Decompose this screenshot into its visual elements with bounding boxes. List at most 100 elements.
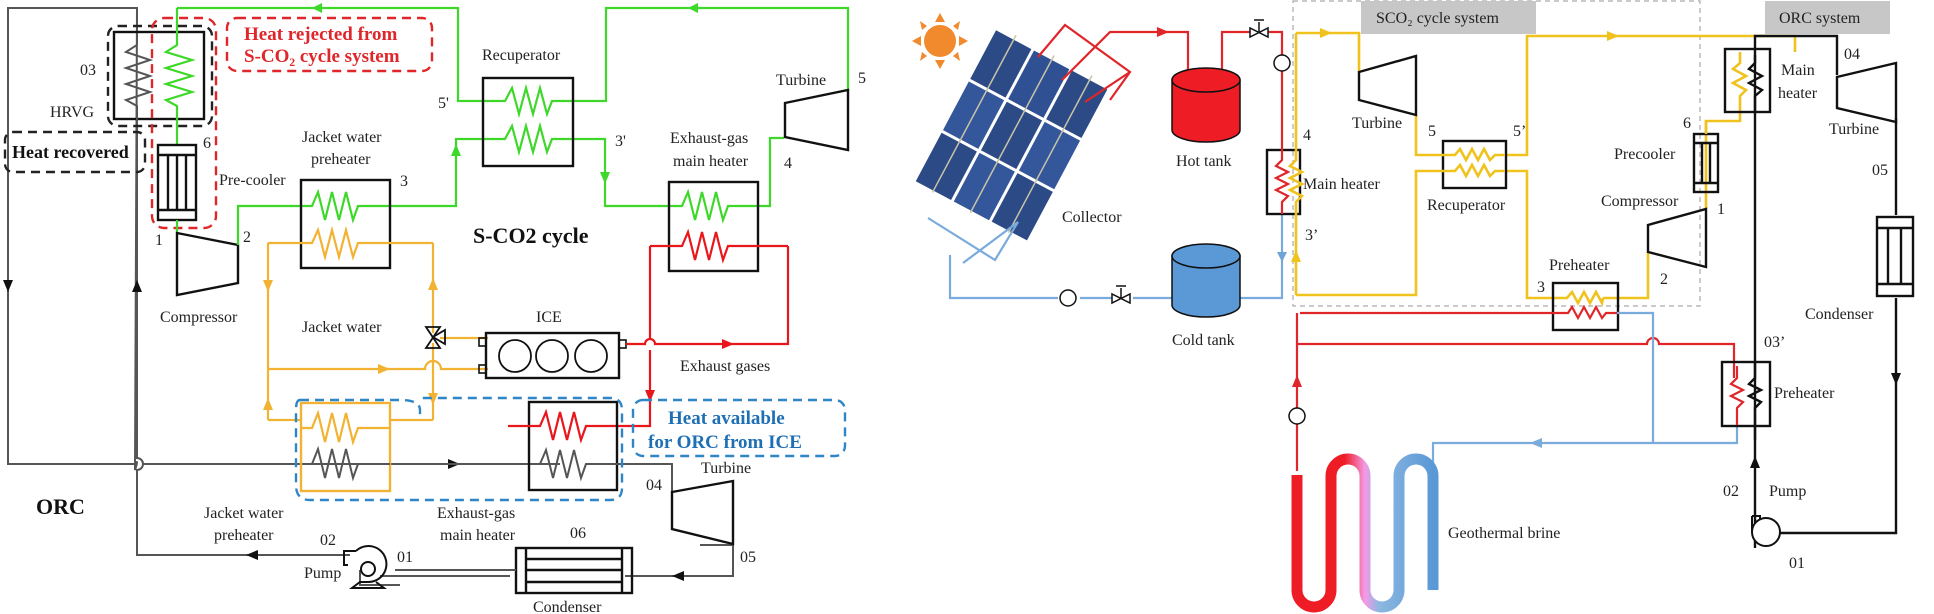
orc-turbine: Turbine 04 05	[646, 460, 756, 566]
orc-jw-preheater-line2: preheater	[214, 527, 274, 544]
jacket-water-lines: Jacket water	[263, 243, 488, 422]
pump-icon	[1273, 54, 1291, 72]
heat-recovered-callout	[3, 130, 147, 174]
orc-main-heater: Main heater	[1723, 47, 1818, 114]
state-point-01: 01	[1789, 555, 1805, 572]
state-point-05: 05	[740, 549, 756, 566]
state-point-4: 4	[1303, 127, 1311, 144]
state-point-04: 04	[1844, 46, 1860, 63]
orc-condenser: Condenser	[1805, 215, 1915, 323]
heat-available-line2: for ORC from ICE	[648, 432, 802, 453]
orc-main-heater-line2: heater	[1778, 85, 1818, 102]
hrvg: 03 HRVG	[50, 8, 206, 170]
preheater-label: Preheater	[1549, 257, 1610, 274]
exhaust-gas-main-heater: Exhaust-gas main heater	[650, 130, 788, 273]
jw-preheater-label-line2: preheater	[311, 151, 371, 168]
state-point-6: 6	[203, 135, 211, 152]
orc-turbine-label: Turbine	[1829, 121, 1879, 138]
state-point-04: 04	[646, 477, 662, 494]
orc-system-lines	[1750, 34, 1901, 548]
orc-jw-preheater-line1: Jacket water	[204, 505, 284, 522]
state-point-6: 6	[1683, 115, 1691, 132]
compressor-label: Compressor	[1601, 193, 1679, 210]
state-point-02: 02	[1723, 483, 1739, 500]
condenser-label: Condenser	[533, 599, 602, 614]
state-point-2: 2	[243, 229, 251, 246]
exhaust-heater-label-line1: Exhaust-gas	[670, 130, 748, 147]
orc-pump-label: Pump	[1769, 483, 1806, 500]
sco2-header-box	[1361, 1, 1536, 34]
pump-label: Pump	[304, 565, 341, 582]
exhaust-heater-label-line2: main heater	[673, 153, 749, 170]
orc-exhaust-heater-line2: main heater	[440, 527, 516, 544]
right-figure: Collector Hot tank Cold tank	[912, 0, 1915, 613]
flow-arrow-down	[3, 280, 13, 292]
precooler-label: Precooler	[1614, 146, 1676, 163]
three-way-valve-icon	[424, 326, 446, 349]
jw-preheater-label-line1: Jacket water	[302, 129, 382, 146]
orc-turbine-label: Turbine	[701, 460, 751, 477]
recuperator-label: Recuperator	[482, 47, 561, 64]
recuperator-label: Recuperator	[1427, 197, 1506, 214]
state-point-1: 1	[1717, 201, 1725, 218]
collector-label: Collector	[1062, 209, 1122, 226]
heat-rejected-line1: Heat rejected from	[244, 24, 397, 45]
state-point-02: 02	[320, 532, 336, 549]
flow-arrow-left	[246, 550, 258, 560]
sco2-system-region	[1292, 0, 1701, 307]
geothermal-brine-coil: Geothermal brine	[1291, 453, 1560, 613]
heat-rejected-line2: S-CO₂ cycle system	[244, 46, 400, 67]
main-heater-label: Main heater	[1303, 176, 1381, 193]
state-point-03: 03	[80, 62, 96, 79]
state-point-5: 5	[1428, 123, 1436, 140]
orc-preheater-label: Preheater	[1774, 385, 1835, 402]
cold-tank-label: Cold tank	[1172, 332, 1235, 349]
state-point-3: 3	[1537, 279, 1545, 296]
valve-icon	[1249, 19, 1269, 39]
recuperator: Recuperator 5' 3'	[438, 47, 626, 168]
sun-icon	[912, 13, 968, 69]
ice-engine: ICE	[478, 309, 627, 380]
state-point-05: 05	[1872, 162, 1888, 179]
turbine-label: Turbine	[1352, 115, 1402, 132]
state-point-01: 01	[397, 549, 413, 566]
flow-arrow-left	[672, 571, 684, 581]
valve-icon	[1111, 285, 1131, 305]
sco2-precooler: Precooler 6	[1614, 115, 1720, 194]
ice-label: ICE	[536, 309, 562, 326]
exhaust-lines: Exhaust gases	[612, 246, 790, 428]
jacket-water-label: Jacket water	[302, 319, 382, 336]
heat-available-callout	[631, 398, 847, 458]
state-point-3prime: 3’	[1305, 227, 1318, 244]
orc-main-heater-line1: Main	[1781, 62, 1815, 79]
solar-collector: Collector	[915, 30, 1122, 241]
cold-tank: Cold tank	[1171, 243, 1241, 349]
flow-arrow-up	[132, 280, 142, 292]
orc-loop-lines	[3, 7, 734, 586]
orc-turbine: 04 Turbine 05	[1829, 46, 1898, 179]
orc-header: ORC system	[1779, 10, 1861, 27]
sco2-preheater: Preheater 3	[1300, 257, 1620, 332]
sco2-main-heater: Main heater 4 3’	[1265, 33, 1381, 295]
state-point-5prime: 5’	[1513, 123, 1526, 140]
state-point-2: 2	[1660, 271, 1668, 288]
heat-rejected-callout	[225, 16, 434, 73]
state-point-5prime: 5'	[438, 95, 449, 112]
sco2-compressor: Compressor 1 2	[1601, 193, 1725, 288]
pre-cooler-label: Pre-cooler	[219, 172, 286, 189]
heat-available-line1: Heat available	[668, 408, 785, 429]
sco2-yellow-lines	[1296, 28, 1797, 300]
geothermal-label: Geothermal brine	[1448, 525, 1560, 542]
turbine-label: Turbine	[776, 72, 826, 89]
heat-recovered-label: Heat recovered	[12, 142, 129, 162]
heat-rejected-region	[150, 16, 218, 230]
orc-pump: Pump 02 01	[1723, 483, 1806, 572]
compressor-label: Compressor	[160, 309, 238, 326]
state-point-3prime: 3'	[615, 133, 626, 150]
orc-exhaust-heater-line1: Exhaust-gas	[437, 505, 515, 522]
state-point-5: 5	[858, 70, 866, 87]
sco2-recuperator: Recuperator	[1427, 139, 1508, 214]
orc-exhaust-heater	[508, 400, 619, 492]
sco2-green-lines	[177, 3, 850, 245]
state-point-3: 3	[400, 173, 408, 190]
